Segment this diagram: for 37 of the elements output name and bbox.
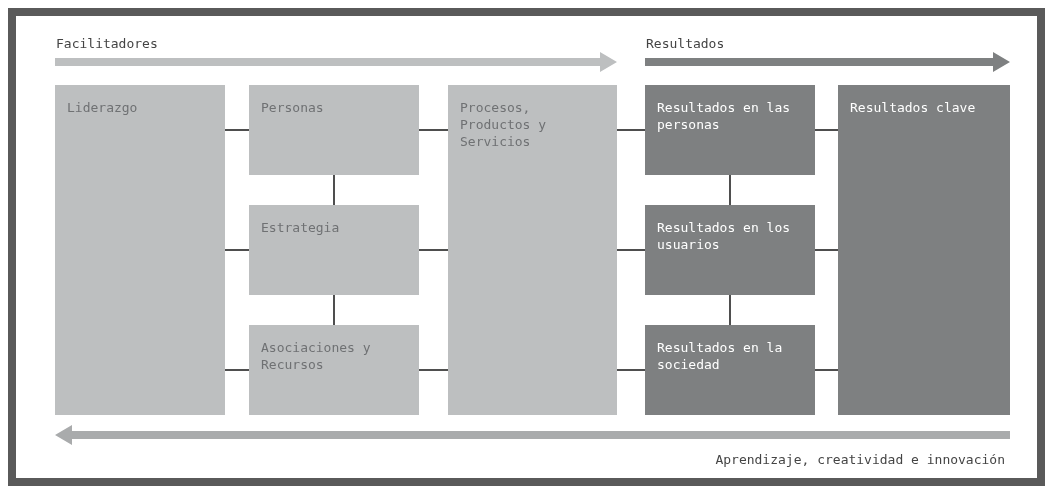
box-label: Asociaciones y Recursos <box>261 339 372 373</box>
category-box <box>838 85 1010 415</box>
box-label: Estrategia <box>261 219 341 236</box>
connector-line <box>418 129 449 131</box>
connector-line <box>616 249 646 251</box>
section-label: Aprendizaje, creatividad e innovación <box>715 452 1005 467</box>
category-box <box>55 85 225 415</box>
category-box <box>249 325 419 415</box>
box-label: Resultados en los usuarios <box>657 219 792 253</box>
connector-line <box>224 369 250 371</box>
category-box <box>645 325 815 415</box>
box-label: Resultados en la sociedad <box>657 339 784 373</box>
box-label: Resultados clave <box>850 99 977 116</box>
box-label: Liderazgo <box>67 99 139 116</box>
section-label: Resultados <box>646 36 725 51</box>
connector-line <box>814 249 839 251</box>
connector-line <box>814 129 839 131</box>
box-label: Personas <box>261 99 325 116</box>
category-box <box>645 85 815 175</box>
connector-line <box>616 129 646 131</box>
connector-line <box>729 174 731 206</box>
category-box <box>249 205 419 295</box>
connector-line <box>729 294 731 326</box>
connector-line <box>814 369 839 371</box>
connector-line <box>224 249 250 251</box>
connector-line <box>418 249 449 251</box>
connector-line <box>418 369 449 371</box>
connector-line <box>333 294 335 326</box>
connector-line <box>333 174 335 206</box>
box-label: Resultados en las personas <box>657 99 792 133</box>
category-box <box>249 85 419 175</box>
connector-line <box>616 369 646 371</box>
section-label: Facilitadores <box>56 36 158 51</box>
box-label: Procesos, Productos y Servicios <box>460 99 548 150</box>
category-box <box>448 85 617 415</box>
category-box <box>645 205 815 295</box>
connector-line <box>224 129 250 131</box>
